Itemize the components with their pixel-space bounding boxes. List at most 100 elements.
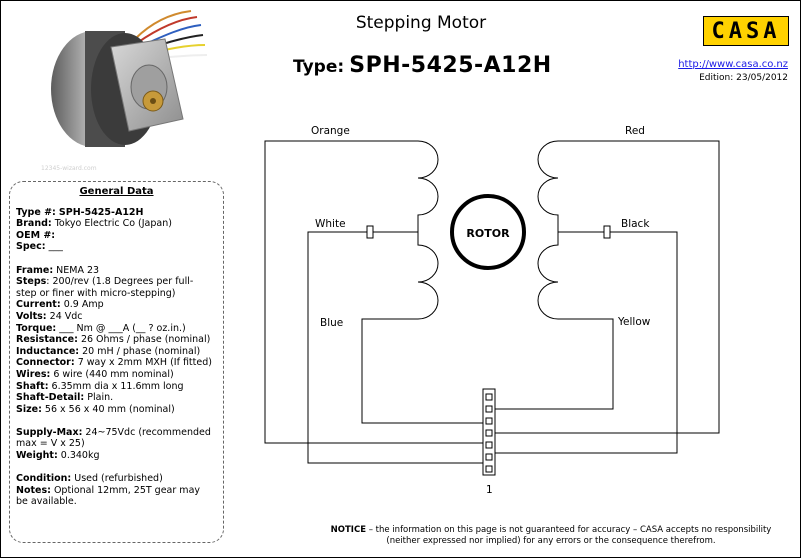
general-data-row: Shaft-Detail: Plain.: [16, 392, 217, 404]
row-label: Connector:: [16, 357, 75, 369]
orange-wire: [264, 140, 487, 444]
general-data-row: Inductance: 20 mH / phase (nominal): [16, 346, 217, 358]
row-label: Supply-Max:: [16, 426, 83, 438]
row-value: Optional 12mm, 25T gear may: [53, 484, 201, 496]
general-data-row: Supply-Max: 24~75Vdc (recommended: [16, 427, 217, 439]
white-wire: [307, 231, 487, 464]
notice-line-1: NOTICE – the information on this page is…: [291, 525, 801, 536]
general-data-row: Resistance: 26 Ohms / phase (nominal): [16, 334, 217, 346]
general-data-row: Steps: 200/rev (1.8 Degrees per full-: [16, 276, 217, 288]
black-tap-connector: [603, 225, 611, 239]
row-value: ___: [48, 241, 63, 253]
general-data-row: Brand: Tokyo Electric Co (Japan): [16, 218, 217, 230]
row-label: Current:: [16, 299, 61, 311]
connector-pin: [485, 429, 493, 437]
row-value: 26 Ohms / phase (nominal): [80, 334, 211, 346]
type-value: SPH-5425-A12H: [349, 53, 552, 78]
general-data-row: be available.: [16, 496, 217, 508]
black-wire: [487, 231, 678, 454]
general-data-row: Type #: SPH-5425-A12H: [16, 207, 217, 219]
row-value: 20 mH / phase (nominal): [82, 345, 201, 357]
motor-photo: 12345-wizard.com: [15, 9, 225, 175]
row-value: 0.9 Amp: [63, 299, 104, 311]
edition-date: Edition: 23/05/2012: [699, 73, 788, 83]
type-label: Type:: [293, 57, 345, 77]
row-value: 6 wire (440 mm nominal): [53, 368, 174, 380]
general-data-row: Volts: 24 Vdc: [16, 311, 217, 323]
row-label: Wires:: [16, 368, 51, 380]
row-value: 0.340kg: [60, 450, 100, 462]
general-data-heading: General Data: [79, 186, 154, 197]
general-data-row: OEM #:: [16, 230, 217, 242]
wire-label-red: Red: [625, 125, 645, 137]
stepper-motor-image: [51, 10, 208, 147]
row-value: 24 Vdc: [49, 310, 83, 322]
connector-pin: [485, 465, 493, 473]
red-wire: [487, 140, 720, 434]
row-label: Notes:: [16, 484, 51, 496]
general-data-row: step or finer with micro-stepping): [16, 288, 217, 300]
row-value: max = V x 25): [16, 438, 85, 450]
left-upper-coil: [417, 140, 439, 232]
website-link[interactable]: http://www.casa.co.nz: [678, 59, 788, 70]
page-title: Stepping Motor: [355, 13, 487, 33]
row-label: Inductance:: [16, 345, 80, 357]
general-data-row: Torque: ___ Nm @ ___A (__ ? oz.in.): [16, 323, 217, 335]
row-label: Condition:: [16, 473, 72, 485]
general-data-row: Connector: 7 way x 2mm MXH (If fitted): [16, 357, 217, 369]
row-label: Shaft:: [16, 380, 49, 392]
casa-logo: CASA: [703, 16, 789, 46]
row-label: Shaft-Detail:: [16, 392, 85, 404]
connector-pin: [485, 453, 493, 461]
row-label: OEM #:: [16, 229, 56, 241]
photo-watermark: 12345-wizard.com: [41, 165, 97, 172]
row-value: 56 x 56 x 40 mm (nominal): [44, 403, 175, 415]
row-value: : 200/rev (1.8 Degrees per full-: [46, 276, 194, 288]
logo-text: CASA: [711, 18, 781, 44]
row-label: Resistance:: [16, 334, 78, 346]
row-label: Volts:: [16, 310, 47, 322]
row-label: Brand:: [16, 218, 52, 230]
row-label: Weight:: [16, 450, 58, 462]
row-label: Size:: [16, 403, 42, 415]
general-data-row: Weight: 0.340kg: [16, 450, 217, 462]
row-value: Used (refurbished): [74, 473, 163, 485]
row-value: be available.: [16, 496, 77, 508]
row-value: NEMA 23: [56, 264, 100, 276]
notice-bold: NOTICE: [330, 525, 367, 535]
type-line: Type: SPH-5425-A12H: [293, 53, 552, 78]
rotor-label: ROTOR: [466, 227, 510, 240]
wire-label-blue: Blue: [320, 317, 343, 329]
left-lower-coil: [417, 232, 439, 320]
connector-pin: [485, 441, 493, 449]
row-value: SPH-5425-A12H: [58, 206, 144, 218]
general-data-row: Shaft: 6.35mm dia x 11.6mm long: [16, 381, 217, 393]
row-value: step or finer with micro-stepping): [16, 287, 176, 299]
general-data-row: Frame: NEMA 23: [16, 265, 217, 277]
wire-label-orange: Orange: [311, 125, 350, 137]
wire-label-white: White: [315, 218, 346, 230]
row-value: 24~75Vdc (recommended: [85, 426, 211, 438]
connector-pin: [485, 417, 493, 425]
row-value: 6.35mm dia x 11.6mm long: [51, 380, 184, 392]
row-label: Frame:: [16, 264, 54, 276]
row-value: 7 way x 2mm MXH (If fitted): [77, 357, 212, 369]
notice-text: NOTICE – the information on this page is…: [291, 525, 801, 547]
general-data-row: Spec: ___: [16, 241, 217, 253]
row-label: Type #:: [16, 206, 56, 218]
white-tap-connector: [366, 225, 374, 239]
wire-label-black: Black: [621, 218, 650, 230]
general-data-row: Current: 0.9 Amp: [16, 299, 217, 311]
general-data-row: Condition: Used (refurbished): [16, 473, 217, 485]
connector-pin: [485, 393, 493, 401]
notice-line-1-text: – the information on this page is not gu…: [366, 525, 772, 535]
row-label: Torque:: [16, 322, 57, 334]
row-value: ___ Nm @ ___A (__ ? oz.in.): [59, 322, 186, 334]
rotor-circle: [450, 194, 526, 270]
row-label: Steps: [16, 276, 47, 288]
general-data-row: Size: 56 x 56 x 40 mm (nominal): [16, 404, 217, 416]
row-value: Tokyo Electric Co (Japan): [54, 218, 172, 230]
